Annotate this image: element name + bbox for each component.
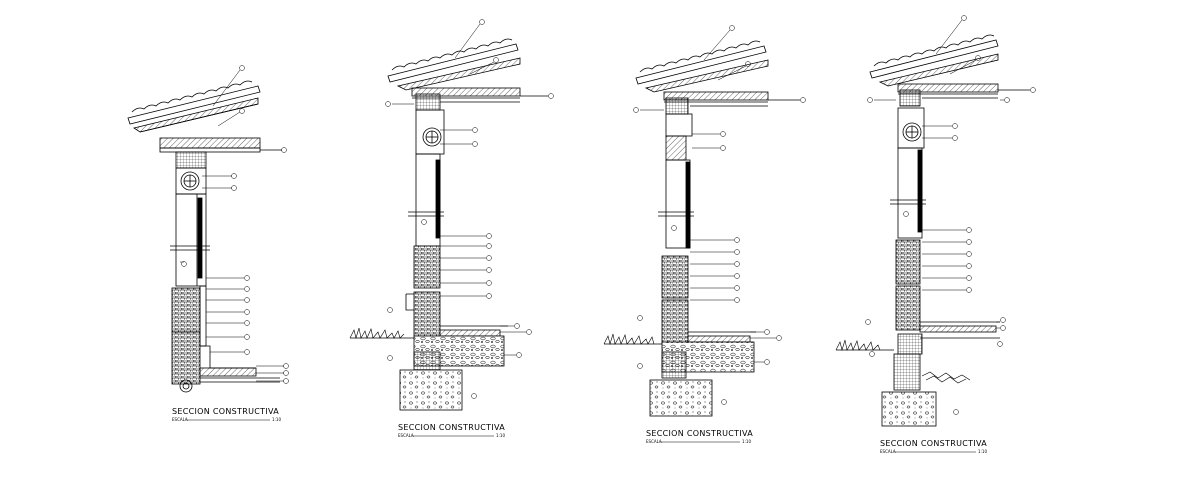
section-1 <box>127 65 289 393</box>
scale-value: 1:10 <box>272 417 281 422</box>
concrete-footing <box>881 391 937 427</box>
section-3 <box>603 25 806 417</box>
section-title: SECCION CONSTRUCTIVA <box>398 423 505 432</box>
floor-slab <box>687 335 751 343</box>
callouts <box>385 19 554 399</box>
section-1-title-block: SECCION CONSTRUCTIVA ESCALA 1:10 <box>172 407 281 422</box>
roof-slab <box>897 83 999 93</box>
brick-wall <box>413 245 441 289</box>
foundation-wall <box>893 353 921 391</box>
concrete-footing <box>399 369 463 411</box>
floor-slab <box>199 367 257 377</box>
brick-wall <box>171 287 201 333</box>
roof-tiles <box>635 40 769 93</box>
roller-shutter <box>902 122 922 142</box>
callouts <box>865 15 1036 415</box>
roof-tiles <box>869 34 999 87</box>
scale-label: ESCALA <box>646 439 662 444</box>
section-4 <box>835 15 1036 427</box>
scale-value: 1:10 <box>978 449 987 454</box>
section-4-title-block: SECCION CONSTRUCTIVA ESCALA 1:10 <box>880 439 987 454</box>
roller-shutter <box>422 127 442 147</box>
scale-label: ESCALA <box>880 449 896 454</box>
scale-value: 1:10 <box>742 439 751 444</box>
section-title: SECCION CONSTRUCTIVA <box>880 439 987 448</box>
foundation-wall <box>413 351 441 371</box>
section-3-title-block: SECCION CONSTRUCTIVA ESCALA 1:10 <box>646 429 753 444</box>
beam <box>175 151 207 169</box>
scale-label: ESCALA <box>172 417 188 422</box>
scale-label: ESCALA <box>398 433 414 438</box>
concrete-footing <box>649 379 713 417</box>
foundation-wall <box>661 351 687 379</box>
floor-slab <box>919 325 997 333</box>
brick-wall <box>895 239 921 285</box>
roof-tiles <box>387 38 521 91</box>
beam <box>899 89 921 107</box>
roller-shutter <box>180 171 200 191</box>
callouts <box>633 25 806 405</box>
floor-slab <box>439 329 501 337</box>
section-title: SECCION CONSTRUCTIVA <box>172 407 279 416</box>
section-2-title-block: SECCION CONSTRUCTIVA ESCALA 1:10 <box>398 423 505 438</box>
callouts <box>180 65 289 384</box>
beam <box>665 97 689 115</box>
roof-slab <box>663 91 769 101</box>
roof-tiles <box>127 80 261 133</box>
roof-slab <box>159 137 261 149</box>
beam <box>415 93 441 111</box>
brick-wall <box>661 255 689 299</box>
section-title: SECCION CONSTRUCTIVA <box>646 429 753 438</box>
section-2 <box>349 19 554 411</box>
window-frame <box>175 193 207 287</box>
scale-value: 1:10 <box>496 433 505 438</box>
roof-slab <box>411 87 521 97</box>
